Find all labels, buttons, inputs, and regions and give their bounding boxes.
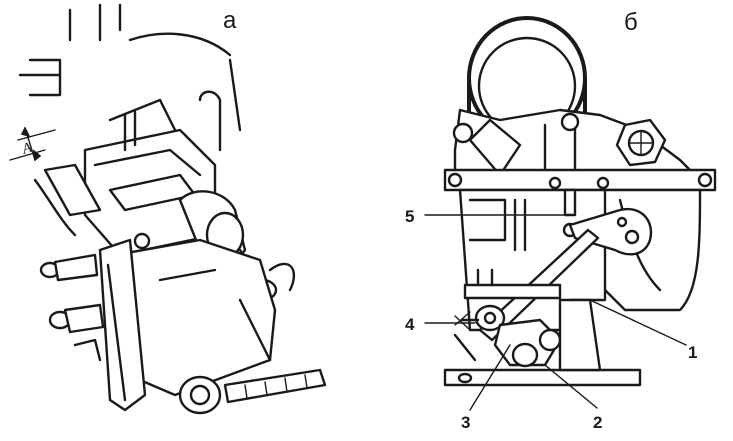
dimension-label-a: A (19, 139, 34, 158)
panel-b-illustration (443, 16, 717, 387)
callout-4: 4 (405, 315, 415, 334)
panel-label-b: б (624, 9, 638, 36)
callout-1: 1 (688, 343, 697, 362)
panel-a-illustration (9, 3, 327, 415)
panel-label-a: а (223, 7, 237, 34)
callout-5: 5 (405, 207, 414, 226)
callout-3: 3 (461, 413, 470, 432)
callout-leaders (424, 214, 687, 411)
callout-2: 2 (593, 413, 602, 432)
